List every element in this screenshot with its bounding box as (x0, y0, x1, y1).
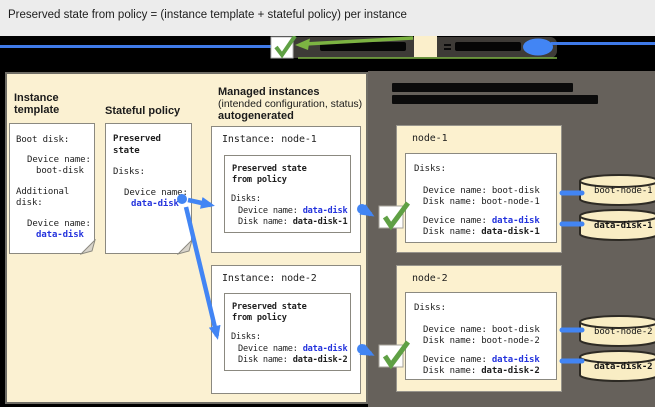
node-2-card: node-2 Disks: Device name:boot-disk Disk… (396, 265, 562, 392)
applied-check-icon (274, 36, 297, 59)
disks-label: Disks: (414, 303, 446, 313)
preserved-state-heading: Preserved state (232, 164, 307, 174)
legend-band (0, 36, 655, 71)
disk-name-line: Disk name:boot-node-1 (423, 197, 540, 207)
panel-header-redacted-line-1 (392, 83, 573, 92)
node-title: node-2 (412, 273, 448, 284)
legend-green-arrow-shaft (304, 36, 414, 46)
diagram-title: Preserved state from policy = (instance … (8, 9, 407, 21)
doc-line: Device name: (27, 219, 91, 229)
disk-name-line: Disk name:data-disk-1 (238, 217, 348, 227)
instance-title: Instance: node-2 (222, 273, 317, 284)
doc-line: Disks: (113, 167, 145, 177)
disks-label: Disks: (231, 332, 261, 342)
preserved-state-heading: from policy (232, 175, 287, 185)
instance-template-doc: Boot disk: Device name: boot-disk Additi… (9, 123, 96, 255)
disk-name-line: Disk name:boot-node-2 (423, 336, 540, 346)
doc-line-data-disk: data-disk (36, 230, 84, 240)
equals-sign-bar-bottom (444, 48, 451, 50)
doc-line: boot-disk (36, 166, 84, 176)
instance-swatch (414, 36, 437, 57)
instance-template-label: Instance template (14, 92, 60, 116)
doc-heading: Preserved (113, 134, 161, 144)
equals-sign-bar-top (444, 44, 451, 46)
disk-cylinder-data-disk-2: data-disk-2 (578, 349, 655, 383)
stateful-policy-label: Stateful policy (105, 105, 181, 117)
node-2-disks-box: Disks: Device name:boot-disk Disk name:b… (405, 292, 557, 380)
title-bar: Preserved state from policy = (instance … (0, 0, 655, 36)
device-name-line: Device name:data-disk (238, 344, 348, 354)
legend-symbols (270, 36, 557, 59)
disk-name-line: Disk name:data-disk-1 (423, 227, 540, 237)
disks-label: Disks: (414, 164, 446, 174)
disk-cylinder-boot-node-2: boot-node-2 (578, 314, 655, 348)
persistent-disk-oval (523, 38, 553, 56)
legend-redacted-text-1 (320, 42, 406, 51)
folded-corner-icon (79, 238, 96, 255)
device-name-line: Device name:boot-disk (423, 325, 540, 335)
device-name-line: Device name:boot-disk (423, 186, 540, 196)
disk-cylinder-icon (579, 350, 655, 382)
doc-line: Device name: (124, 188, 188, 198)
doc-line: Additional (16, 187, 70, 197)
managed-instances-label: Managed instances (intended configuratio… (218, 86, 363, 122)
doc-heading: state (113, 146, 140, 156)
doc-line: Boot disk: (16, 135, 70, 145)
device-name-line: Device name:data-disk (423, 355, 540, 365)
legend-blue-line-left (0, 45, 271, 48)
cylinder-label: boot-node-2 (594, 327, 653, 337)
preserved-state-heading: Preserved state (232, 302, 307, 312)
config-panel: Instance template Boot disk: Device name… (5, 72, 368, 404)
disk-cylinder-icon (579, 315, 655, 347)
disk-cylinder-icon (579, 174, 655, 206)
preserved-state-heading: from policy (232, 313, 287, 323)
doc-line: Device name: (27, 155, 91, 165)
instance-title: Instance: node-1 (222, 134, 317, 145)
legend-redacted-text-2 (455, 42, 521, 51)
disk-cylinder-boot-node-1: boot-node-1 (578, 173, 655, 207)
cylinder-label: boot-node-1 (594, 186, 653, 196)
doc-line: disk: (16, 198, 43, 208)
disk-cylinder-data-disk-1: data-disk-1 (578, 208, 655, 242)
node-1-card: node-1 Disks: Device name:boot-disk Disk… (396, 125, 562, 253)
folded-corner-icon (176, 238, 193, 255)
panel-header-redacted-line-2 (392, 95, 598, 104)
cylinder-label: data-disk-1 (594, 221, 653, 231)
preserved-state-box-node-1: Preserved state from policy Disks: Devic… (224, 155, 351, 233)
node-1-disks-box: Disks: Device name:boot-disk Disk name:b… (405, 153, 557, 243)
preserved-state-box-node-2: Preserved state from policy Disks: Devic… (224, 293, 351, 371)
disk-name-line: Disk name:data-disk-2 (423, 366, 540, 376)
legend-blue-line-right (551, 42, 655, 45)
node-title: node-1 (412, 133, 448, 144)
device-name-line: Device name:data-disk (423, 216, 540, 226)
doc-line-data-disk: data-disk (131, 199, 179, 209)
stateful-policy-doc: Preserved state Disks: Device name: data… (105, 123, 193, 255)
instance-box-node-1: Instance: node-1 Preserved state from po… (211, 126, 361, 253)
legend-green-arrow-head (295, 38, 310, 50)
cylinder-label: data-disk-2 (594, 362, 653, 372)
disk-name-line: Disk name:data-disk-2 (238, 355, 348, 365)
device-name-line: Device name:data-disk (238, 206, 348, 216)
disks-label: Disks: (231, 194, 261, 204)
disk-cylinder-icon (579, 209, 655, 241)
instance-box-node-2: Instance: node-2 Preserved state from po… (211, 265, 361, 394)
